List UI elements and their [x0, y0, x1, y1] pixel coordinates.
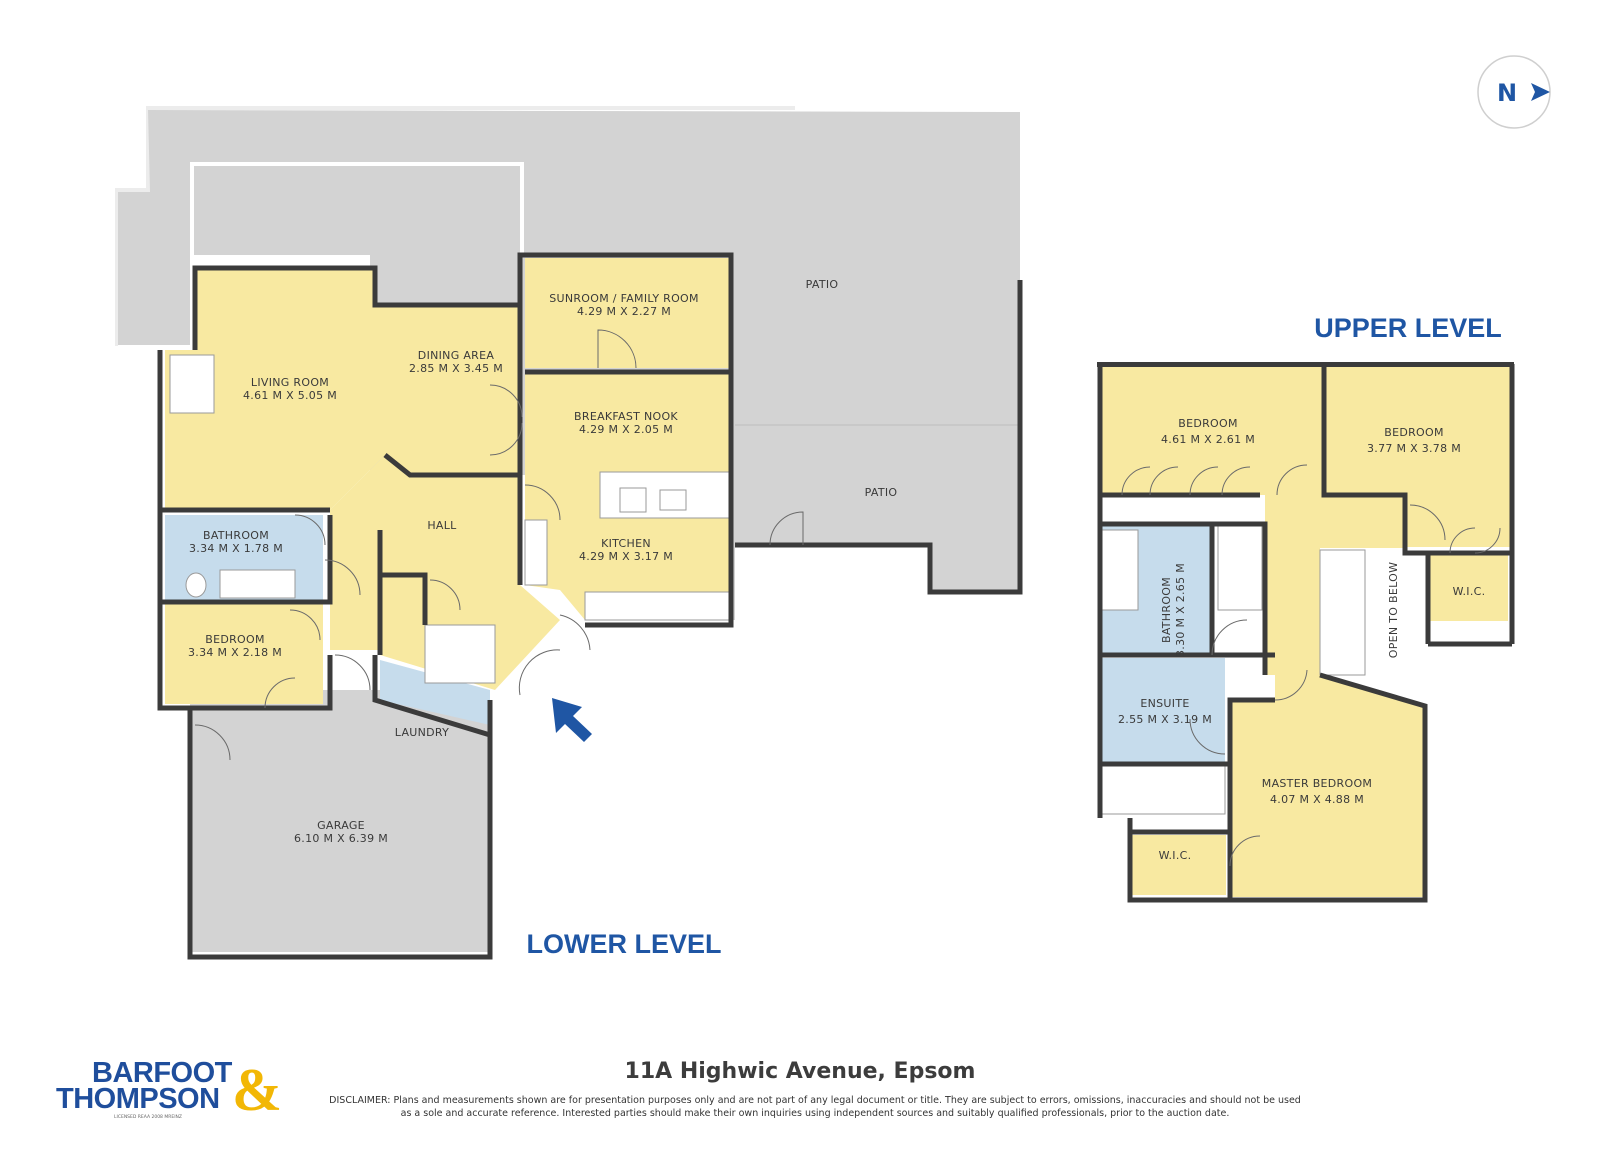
living-dining-floor	[165, 268, 520, 510]
upper-bedroom1-label: BEDROOM	[1178, 417, 1238, 430]
upper-landing-floor	[1265, 495, 1405, 675]
logo-brand-line-2: THOMPSON	[56, 1083, 220, 1115]
upper-level-plan	[1097, 362, 1515, 903]
upper-bedroom1-dims: 4.61 M X 2.61 M	[1161, 433, 1255, 446]
ensuite-label: ENSUITE	[1140, 697, 1189, 710]
lower-doors	[194, 329, 804, 761]
hall-floor	[330, 455, 560, 690]
north-arrow-icon	[1531, 83, 1550, 101]
upper-wic1-label: W.I.C.	[1453, 585, 1486, 598]
bathroom-vanity	[219, 569, 296, 599]
upper-wic2-label: W.I.C.	[1159, 849, 1192, 862]
upper-wic1-floor	[1430, 553, 1508, 621]
upper-ensuite-floor	[1100, 658, 1225, 766]
breakfast-nook-label: BREAKFAST NOOK	[574, 410, 678, 423]
lower-bedroom-dims: 3.34 M X 2.18 M	[188, 646, 282, 659]
upper-bathroom-dims: 3.30 M X 2.65 M	[1174, 563, 1187, 657]
master-bedroom-dims: 4.07 M X 4.88 M	[1270, 793, 1364, 806]
lower-bathroom-dims: 3.34 M X 1.78 M	[189, 542, 283, 555]
laundry-floor	[380, 660, 490, 725]
upper-master-floor	[1230, 675, 1425, 897]
lower-walls	[157, 252, 1023, 960]
sunroom-label: SUNROOM / FAMILY ROOM	[549, 292, 699, 305]
upper-bedroom1-floor	[1100, 367, 1322, 495]
stair-area	[424, 624, 496, 684]
upper-ensuite-shower	[1099, 765, 1226, 815]
garage-floor	[190, 690, 490, 952]
compass-north-label: N	[1497, 79, 1517, 107]
upper-wic2-floor	[1130, 835, 1226, 895]
lower-level-title: LOWER LEVEL	[527, 929, 722, 959]
fireplace	[169, 354, 215, 414]
entry-arrow-icon	[552, 698, 592, 742]
kitchen-cooktop	[659, 489, 687, 511]
upper-bedroom2-label: BEDROOM	[1384, 426, 1444, 439]
patio-label-2: PATIO	[865, 486, 898, 499]
upper-shower	[1217, 524, 1263, 611]
ensuite-dims: 2.55 M X 3.19 M	[1118, 713, 1212, 726]
dining-area-label: DINING AREA	[418, 349, 495, 362]
living-room-dims: 4.61 M X 5.05 M	[243, 389, 337, 402]
living-room-label: LIVING ROOM	[251, 376, 329, 389]
compass-icon: N	[1477, 55, 1551, 129]
lower-room-labels: SUNROOM / FAMILY ROOM 4.29 M X 2.27 M LI…	[188, 278, 897, 845]
kitchen-side-bench	[524, 519, 548, 586]
upper-room-labels: BEDROOM 4.61 M X 2.61 M BEDROOM 3.77 M X…	[1118, 417, 1485, 862]
bedroom-floor	[165, 604, 323, 704]
disclaimer-line-2: as a sole and accurate reference. Intere…	[401, 1108, 1230, 1119]
upper-bathroom-label: BATHROOM	[1160, 577, 1173, 643]
sunroom-dims: 4.29 M X 2.27 M	[577, 305, 671, 318]
patio-label-1: PATIO	[806, 278, 839, 291]
bathroom-toilet	[185, 572, 207, 598]
dining-area-dims: 2.85 M X 3.45 M	[409, 362, 503, 375]
upper-walls	[1097, 362, 1515, 903]
lower-bathroom-label: BATHROOM	[203, 529, 269, 542]
kitchen-dims: 4.29 M X 3.17 M	[579, 550, 673, 563]
upper-level-title: UPPER LEVEL	[1314, 313, 1502, 343]
breakfast-nook-dims: 4.29 M X 2.05 M	[579, 423, 673, 436]
kitchen-bench	[584, 591, 732, 621]
garage-dims: 6.10 M X 6.39 M	[294, 832, 388, 845]
kitchen-sink	[619, 487, 647, 513]
property-address: 11A Highwic Avenue, Epsom	[625, 1059, 976, 1084]
upper-bedroom2-dims: 3.77 M X 3.78 M	[1367, 442, 1461, 455]
agency-logo: & BARFOOT THOMPSON LICENSED REAA 2008 MR…	[56, 1057, 282, 1123]
logo-ampersand: &	[232, 1057, 282, 1123]
sunroom-floor	[525, 258, 731, 368]
upper-stair	[1319, 549, 1366, 676]
lower-level-plan	[115, 106, 1023, 960]
master-bedroom-label: MASTER BEDROOM	[1262, 777, 1372, 790]
disclaimer-line-1: DISCLAIMER: Plans and measurements shown…	[329, 1095, 1301, 1106]
logo-licensed-text: LICENSED REAA 2008 MREINZ	[114, 1114, 182, 1120]
open-to-below-label: OPEN TO BELOW	[1387, 562, 1400, 659]
logo-brand-line-1: BARFOOT	[92, 1057, 233, 1089]
lower-bedroom-label: BEDROOM	[205, 633, 265, 646]
laundry-label: LAUNDRY	[395, 726, 449, 739]
upper-bath-tub	[1101, 529, 1139, 611]
upper-doors	[1121, 464, 1501, 867]
hall-label: HALL	[427, 519, 457, 532]
kitchen-label: KITCHEN	[601, 537, 651, 550]
garage-label: GARAGE	[317, 819, 365, 832]
